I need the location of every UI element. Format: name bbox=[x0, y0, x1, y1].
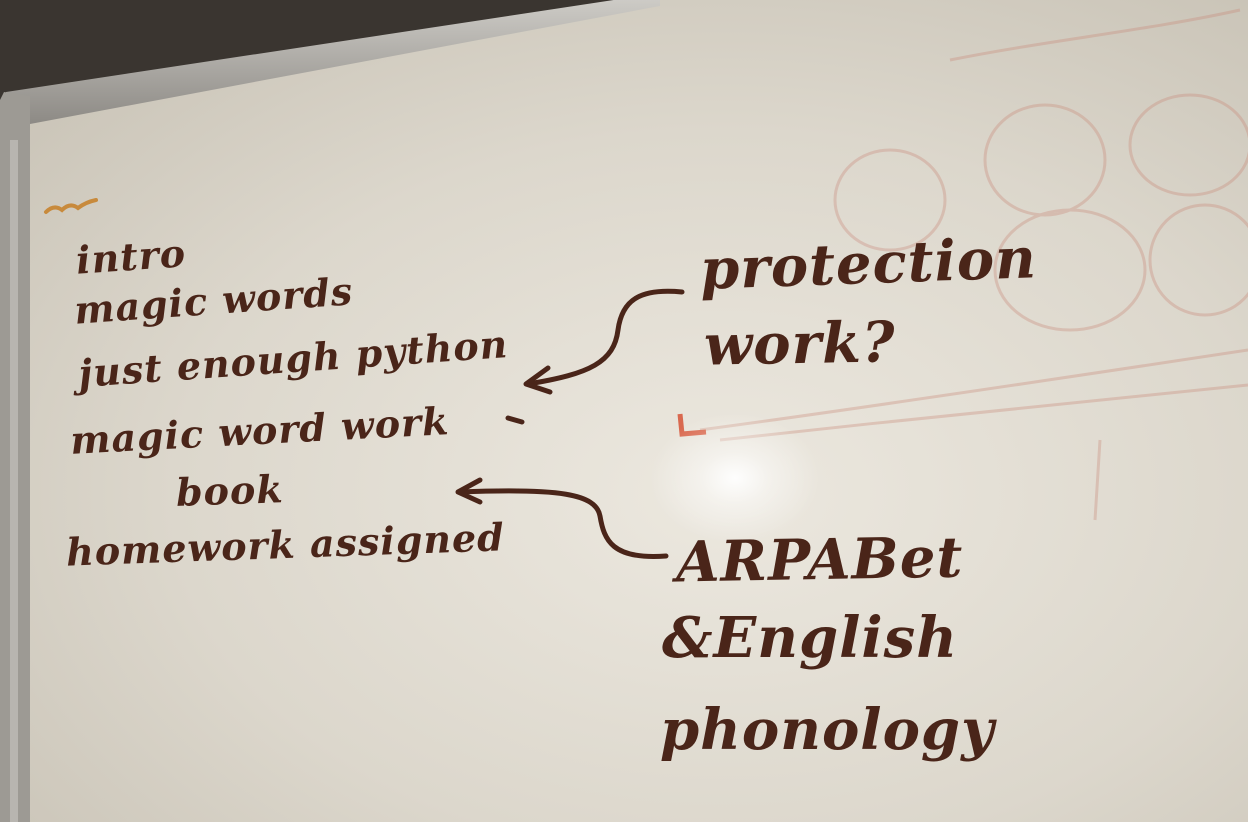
note-arpabet-line2: &English bbox=[662, 605, 958, 671]
note-protection-line2: work? bbox=[703, 309, 897, 379]
board-frame-top bbox=[6, 0, 660, 124]
agenda-item-book: book bbox=[175, 466, 285, 515]
note-protection-line1: protection bbox=[698, 225, 1038, 303]
orange-scribble bbox=[44, 198, 98, 214]
note-arpabet-line1: ARPABet bbox=[675, 524, 964, 596]
agenda-item-intro: intro bbox=[74, 230, 188, 283]
board-frame-left-highlight bbox=[10, 140, 18, 822]
light-glare bbox=[650, 413, 820, 543]
note-arpabet-line3: phonology bbox=[660, 697, 995, 763]
